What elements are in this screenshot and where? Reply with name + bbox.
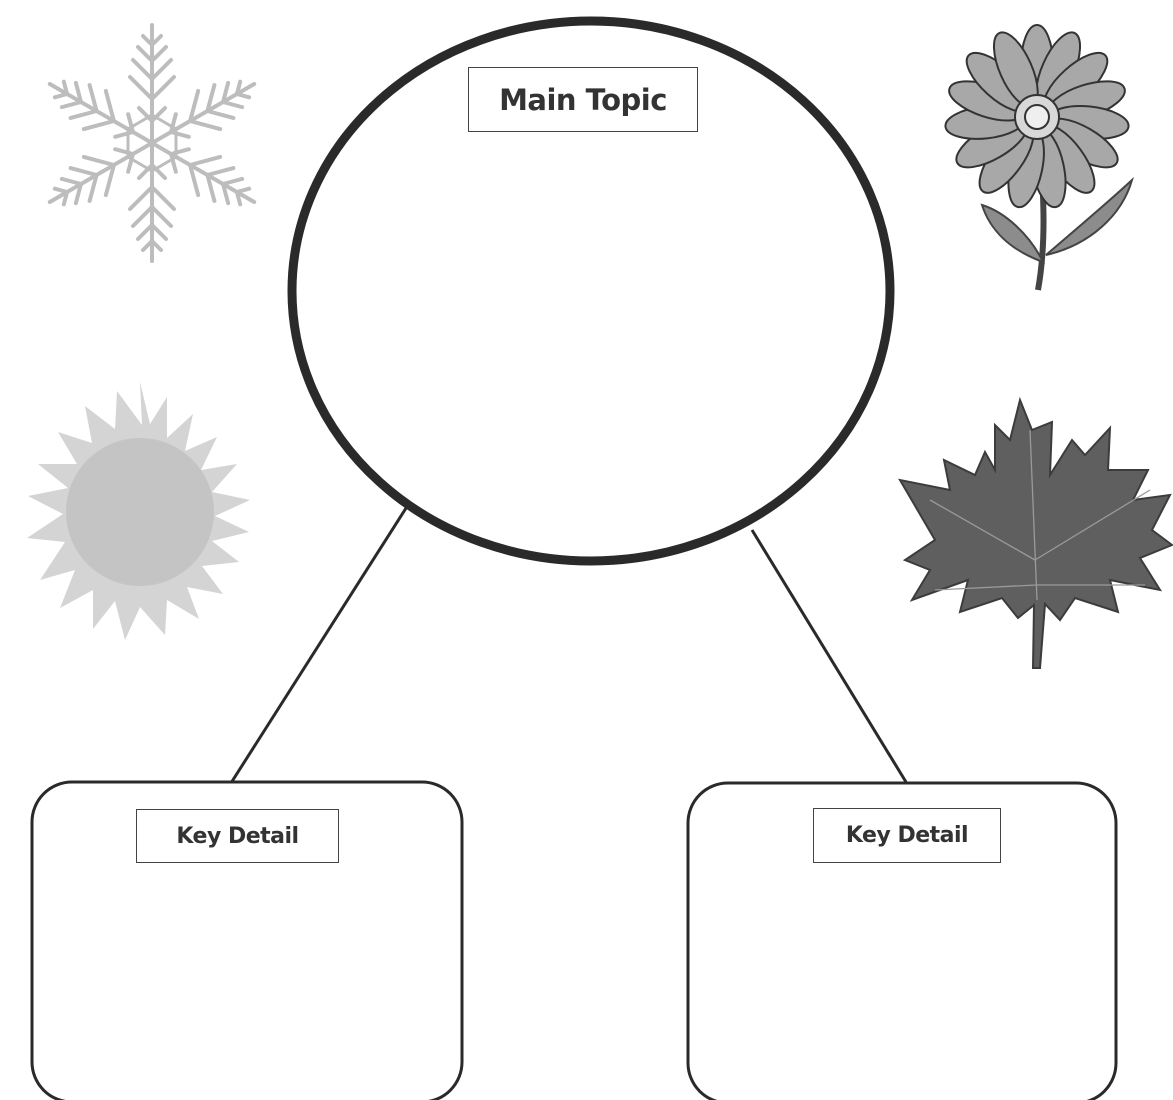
connector-right [750,529,908,783]
flower-icon [944,24,1134,291]
main-topic-circle [287,16,895,566]
sun-icon [27,382,250,640]
connector-left [229,504,410,784]
key-detail-box-right [686,781,1118,1100]
key-detail-label-right: Key Detail [813,808,1001,863]
main-topic-label: Main Topic [468,67,698,132]
maple-leaf-icon [898,396,1173,669]
key-detail-label-left: Key Detail [136,809,339,863]
snowflake-icon [36,23,268,263]
